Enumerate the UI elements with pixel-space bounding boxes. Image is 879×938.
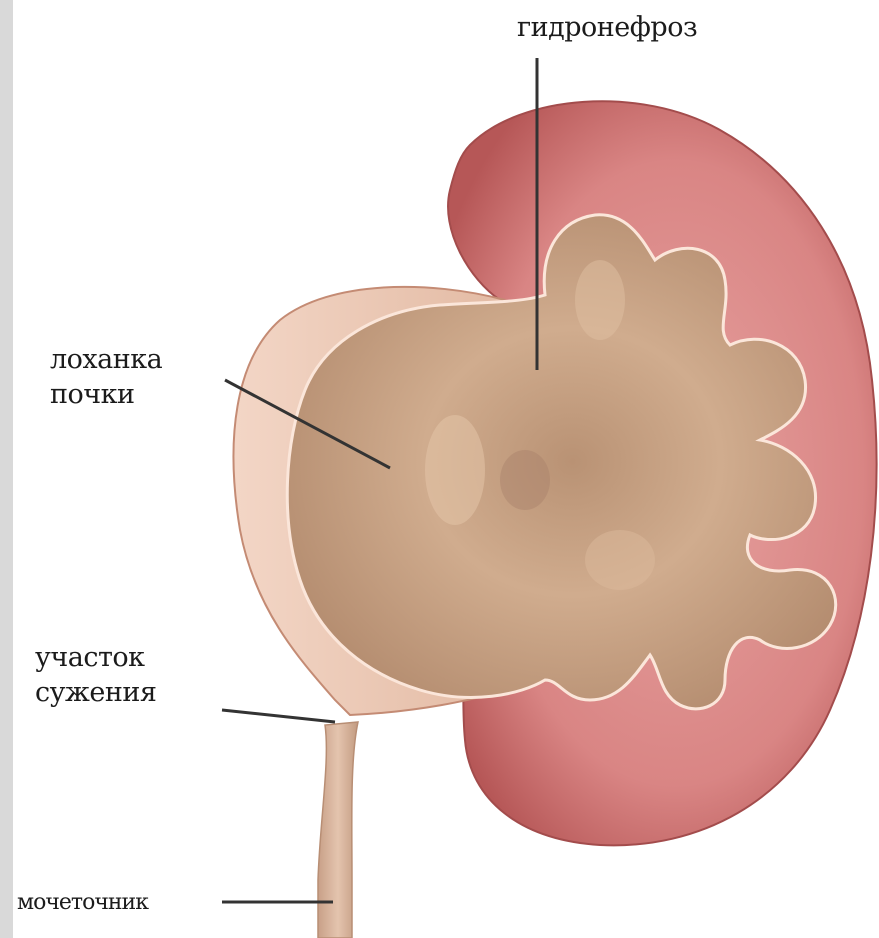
- ureter: [318, 722, 358, 938]
- narrowing-label: участок сужения: [35, 640, 156, 710]
- renal-pelvis-label-line1: лоханка: [50, 342, 162, 377]
- narrowing-label-line1: участок: [35, 640, 156, 675]
- narrowing-leader-line: [222, 710, 335, 722]
- renal-pelvis-label: лоханка почки: [50, 342, 162, 412]
- hydronephrosis-label: гидронефроз: [517, 10, 697, 45]
- renal-pelvis-label-line2: почки: [50, 377, 162, 412]
- ureter-label: мочеточник: [17, 885, 148, 920]
- narrowing-label-line2: сужения: [35, 675, 156, 710]
